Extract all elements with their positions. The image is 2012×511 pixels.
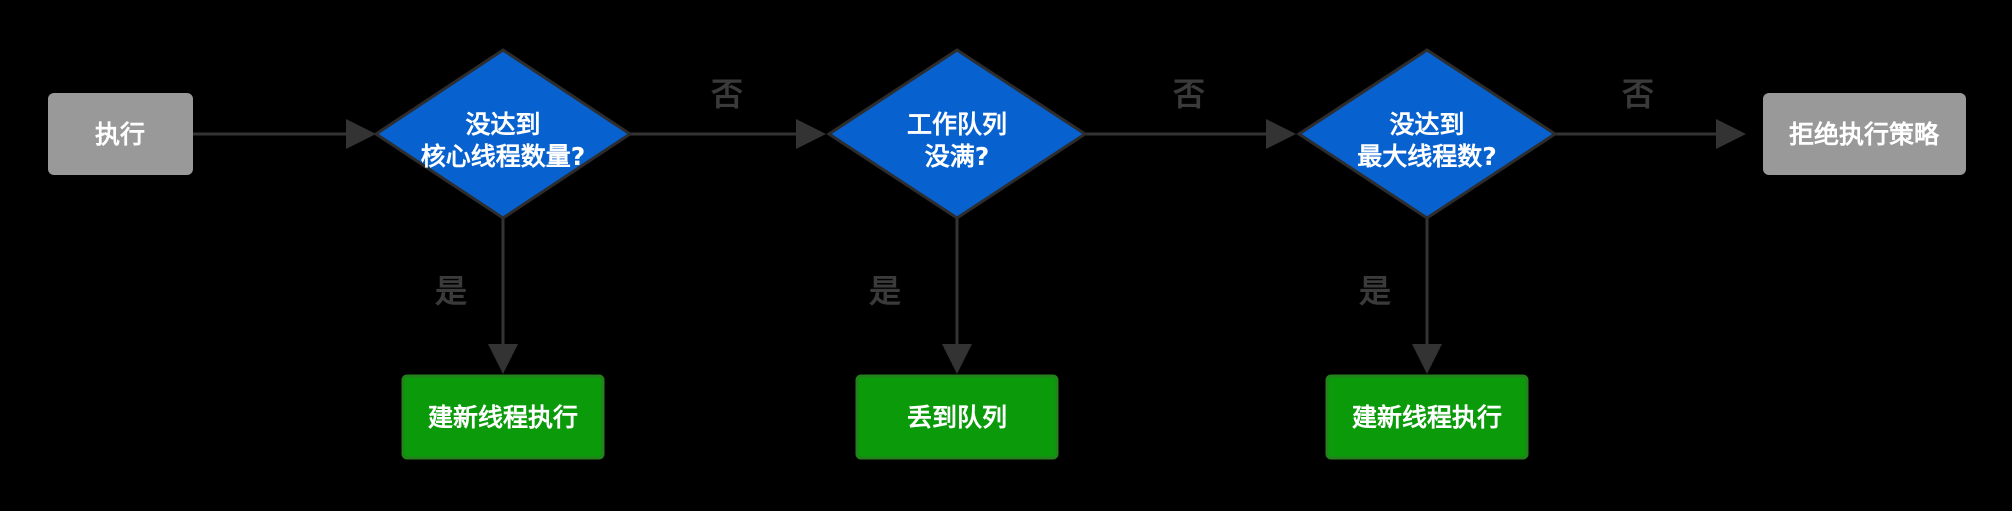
edge-label-yes-2: 是 — [869, 272, 901, 310]
decision-max-line2: 最大线程数? — [1357, 142, 1497, 171]
start-node[interactable]: 执行 — [48, 93, 193, 175]
start-node-label: 执行 — [95, 120, 145, 149]
reject-policy-node[interactable]: 拒绝执行策略 — [1763, 93, 1966, 175]
action-enqueue-label: 丢到队列 — [907, 403, 1007, 432]
edge-label-yes-1: 是 — [435, 272, 467, 310]
edge-label-no-2: 否 — [1173, 75, 1205, 113]
edge-label-yes-3: 是 — [1359, 272, 1391, 310]
edge-label-no-1: 否 — [711, 75, 743, 113]
decision-queue-line1: 工作队列 — [907, 110, 1007, 139]
decision-max-threads[interactable]: 没达到 最大线程数? — [1296, 48, 1558, 220]
decision-core-threads[interactable]: 没达到 核心线程数量? — [373, 48, 633, 220]
decision-core-line1: 没达到 — [465, 110, 540, 139]
action-new-thread-core[interactable]: 建新线程执行 — [401, 374, 605, 460]
action-new-thread-max[interactable]: 建新线程执行 — [1325, 374, 1529, 460]
decision-queue-not-full[interactable]: 工作队列 没满? — [826, 48, 1088, 220]
decision-max-line1: 没达到 — [1389, 110, 1464, 139]
edge-label-no-3: 否 — [1622, 75, 1654, 113]
action-new-thread-core-label: 建新线程执行 — [428, 403, 578, 432]
decision-core-line2: 核心线程数量? — [421, 142, 586, 171]
action-enqueue[interactable]: 丢到队列 — [855, 374, 1059, 460]
action-new-thread-max-label: 建新线程执行 — [1352, 403, 1502, 432]
reject-policy-label: 拒绝执行策略 — [1789, 120, 1940, 149]
decision-queue-line2: 没满? — [925, 142, 990, 171]
